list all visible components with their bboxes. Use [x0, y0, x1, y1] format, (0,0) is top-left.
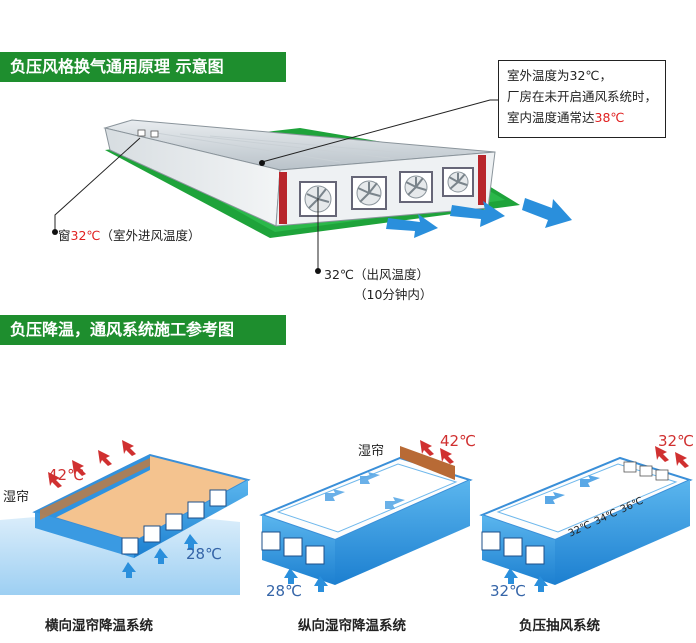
outlet-temp-3: 32℃: [490, 582, 526, 600]
inlet-temp-2: 42℃: [440, 432, 476, 450]
fan: [399, 171, 433, 203]
callout-line-2: 厂房在未开启通风系统时，: [507, 89, 658, 104]
indoor-temperature-callout: 室外温度为32℃， 厂房在未开启通风系统时， 室内温度通常达38℃: [498, 60, 666, 138]
diagram-negative-pressure: [479, 446, 693, 592]
airflow-arrows: [386, 198, 572, 238]
diagram-horizontal-pad: [32, 440, 251, 578]
callout-line-1: 室外温度为32℃，: [507, 68, 612, 83]
exhaust-temp-label: 32℃（出风温度）: [324, 267, 429, 282]
section1-title-banner: 负压风格换气通用原理 示意图: [0, 52, 286, 82]
callout-line-3: 室内温度通常达38℃: [507, 110, 625, 125]
section1-title: 负压风格换气通用原理 示意图: [10, 57, 224, 76]
intake-temp-value: 32℃: [70, 228, 101, 243]
caption-horizontal-pad: 横向湿帘降温系统: [45, 618, 153, 634]
section2-title: 负压降温，通风系统施工参考图: [10, 320, 235, 339]
caption-longitudinal-pad: 纵向湿帘降温系统: [298, 618, 406, 634]
outlet-temp-1: 28℃: [186, 545, 222, 563]
pad-label-2: 湿帘: [358, 444, 385, 459]
window-intake-label: 窗32℃（室外进风温度）: [58, 228, 201, 243]
inlet-temp-1: 42℃: [48, 466, 84, 484]
diagram-longitudinal-pad: [259, 440, 473, 592]
fan: [442, 167, 474, 197]
fan: [351, 176, 387, 210]
section2-title-banner: 负压降温，通风系统施工参考图: [0, 315, 286, 345]
outlet-temp-2: 28℃: [266, 582, 302, 600]
inlet-temp-3: 32℃: [658, 432, 694, 450]
pad-label-1: 湿帘: [3, 490, 30, 505]
caption-negative-pressure: 负压抽风系统: [519, 618, 600, 634]
indoor-temp-value: 38℃: [594, 110, 625, 125]
exhaust-time-label: （10分钟内）: [354, 287, 433, 302]
